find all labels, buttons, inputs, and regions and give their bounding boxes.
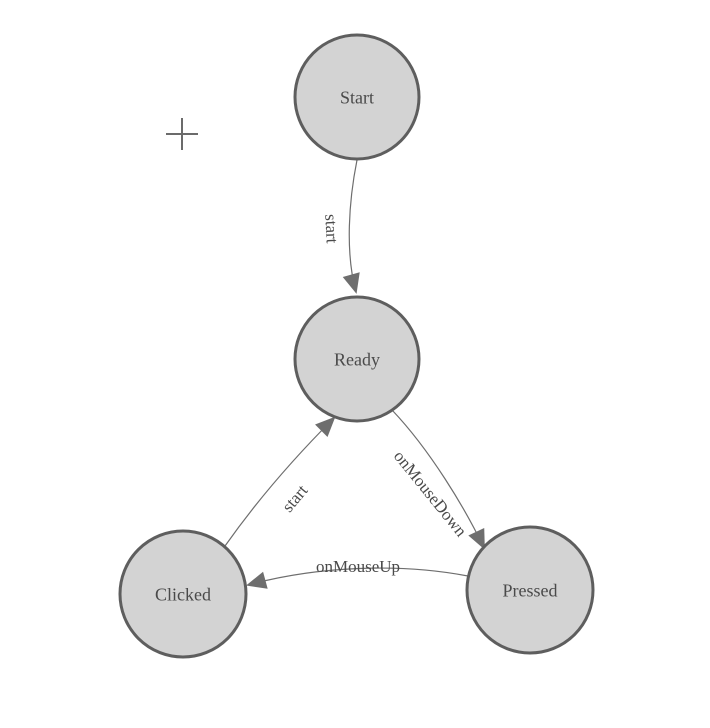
- edge-line[interactable]: [342, 159, 360, 294]
- node-start[interactable]: Start: [293, 33, 421, 161]
- edge-label-start-1: start: [321, 214, 342, 244]
- node-clicked-circle[interactable]: [118, 529, 248, 659]
- edge-start-to-ready[interactable]: start: [321, 159, 360, 294]
- edge-line[interactable]: [391, 409, 485, 550]
- node-ready-circle[interactable]: [293, 295, 421, 423]
- node-start-label: Start: [340, 87, 374, 107]
- edge-label-onmousedown: onMouseDown: [390, 447, 471, 541]
- edge-label-start-2: start: [278, 481, 312, 516]
- edge-clicked-to-ready[interactable]: start: [224, 416, 336, 547]
- edge-ready-to-pressed[interactable]: onMouseDown: [390, 409, 485, 550]
- edge-line[interactable]: [246, 567, 469, 589]
- origin-crosshair-icon: [166, 118, 198, 150]
- node-pressed-circle[interactable]: [465, 525, 595, 655]
- node-ready[interactable]: Ready: [293, 295, 421, 423]
- edge-pressed-to-clicked[interactable]: onMouseUp: [246, 557, 469, 589]
- node-clicked[interactable]: Clicked: [118, 529, 248, 659]
- node-clicked-label: Clicked: [155, 584, 211, 604]
- node-start-circle[interactable]: [293, 33, 421, 161]
- edge-label-onmouseup: onMouseUp: [316, 557, 400, 576]
- edge-line[interactable]: [224, 416, 336, 547]
- node-ready-label: Ready: [334, 349, 380, 369]
- node-pressed-label: Pressed: [503, 580, 558, 600]
- node-pressed[interactable]: Pressed: [465, 525, 595, 655]
